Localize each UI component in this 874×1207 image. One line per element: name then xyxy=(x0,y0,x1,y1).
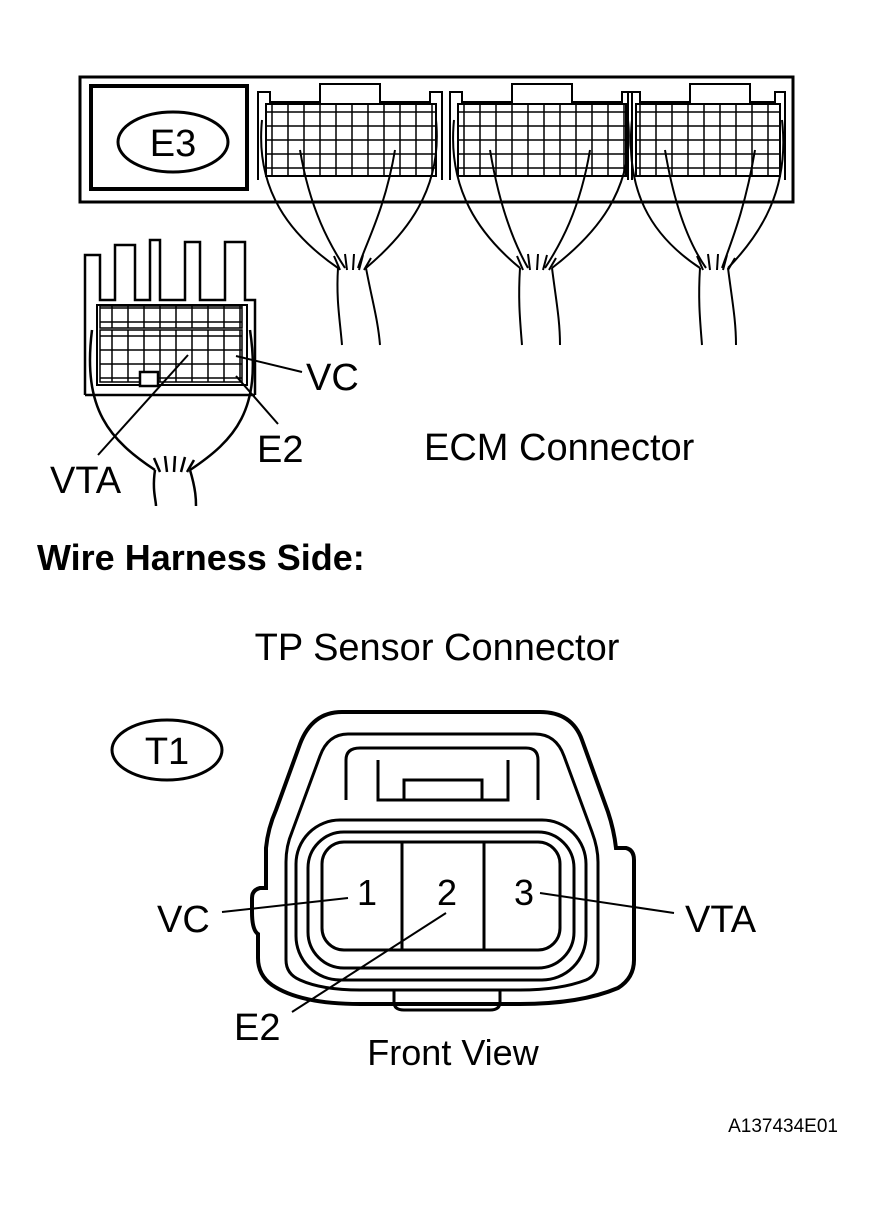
e2-leader-line xyxy=(235,375,279,425)
ecm-vc-label: VC xyxy=(306,357,359,399)
tp-vta-label: VTA xyxy=(685,899,757,941)
vc-leader-line xyxy=(235,355,303,373)
ecm-terminal-block-3 xyxy=(627,83,786,346)
figure-code: A137434E01 xyxy=(728,1116,838,1137)
tp-e2-label: E2 xyxy=(234,1007,280,1049)
tp-terminal-1: 1 xyxy=(357,872,377,913)
ecm-connector xyxy=(78,75,795,346)
ecm-vta-label: VTA xyxy=(50,460,122,502)
tp-connector-id: T1 xyxy=(145,731,189,773)
vta-leader-line xyxy=(97,354,189,456)
ecm-terminal-block-2 xyxy=(449,83,633,346)
tp-e2-leader-line xyxy=(291,912,447,1013)
ecm-e3-label-box xyxy=(89,84,249,191)
tp-vc-leader-line xyxy=(221,897,349,913)
ecm-e2-label: E2 xyxy=(257,429,303,471)
ecm-terminal-block-1 xyxy=(257,83,443,346)
tp-sensor-connector xyxy=(250,710,636,1012)
ecm-connector-id: E3 xyxy=(150,123,196,165)
front-view-label: Front View xyxy=(367,1032,539,1073)
tp-terminal-2: 2 xyxy=(437,872,457,913)
harness-side-heading: Wire Harness Side: xyxy=(37,537,365,578)
tp-terminal-3: 3 xyxy=(514,872,534,913)
tp-vc-label: VC xyxy=(157,899,210,941)
ecm-pin-leaders xyxy=(97,354,303,456)
tp-pin-leaders xyxy=(221,892,675,1013)
ecm-connector-caption: ECM Connector xyxy=(424,427,695,469)
ecm-connector-body xyxy=(78,75,795,204)
tp-sensor-caption: TP Sensor Connector xyxy=(255,627,620,669)
ecm-id-oval xyxy=(116,110,230,174)
tp-vta-leader-line xyxy=(539,892,675,914)
tp-id-oval xyxy=(110,718,224,782)
